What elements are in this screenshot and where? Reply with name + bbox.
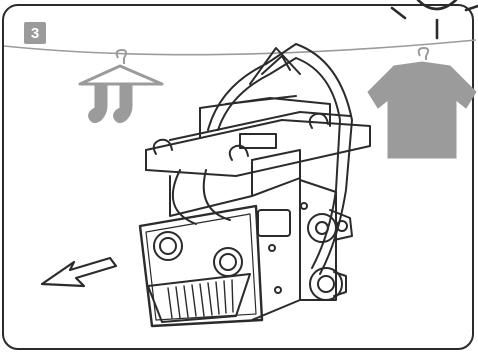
socks-on-hanger-icon: [80, 50, 162, 123]
tshirt-on-hanger-icon: [368, 48, 476, 158]
sun-icon: [392, 0, 478, 38]
device-illustration: [140, 44, 370, 326]
direction-arrow-icon: [42, 258, 116, 286]
clothesline: [4, 40, 476, 55]
step-number-badge: 3: [24, 22, 46, 44]
